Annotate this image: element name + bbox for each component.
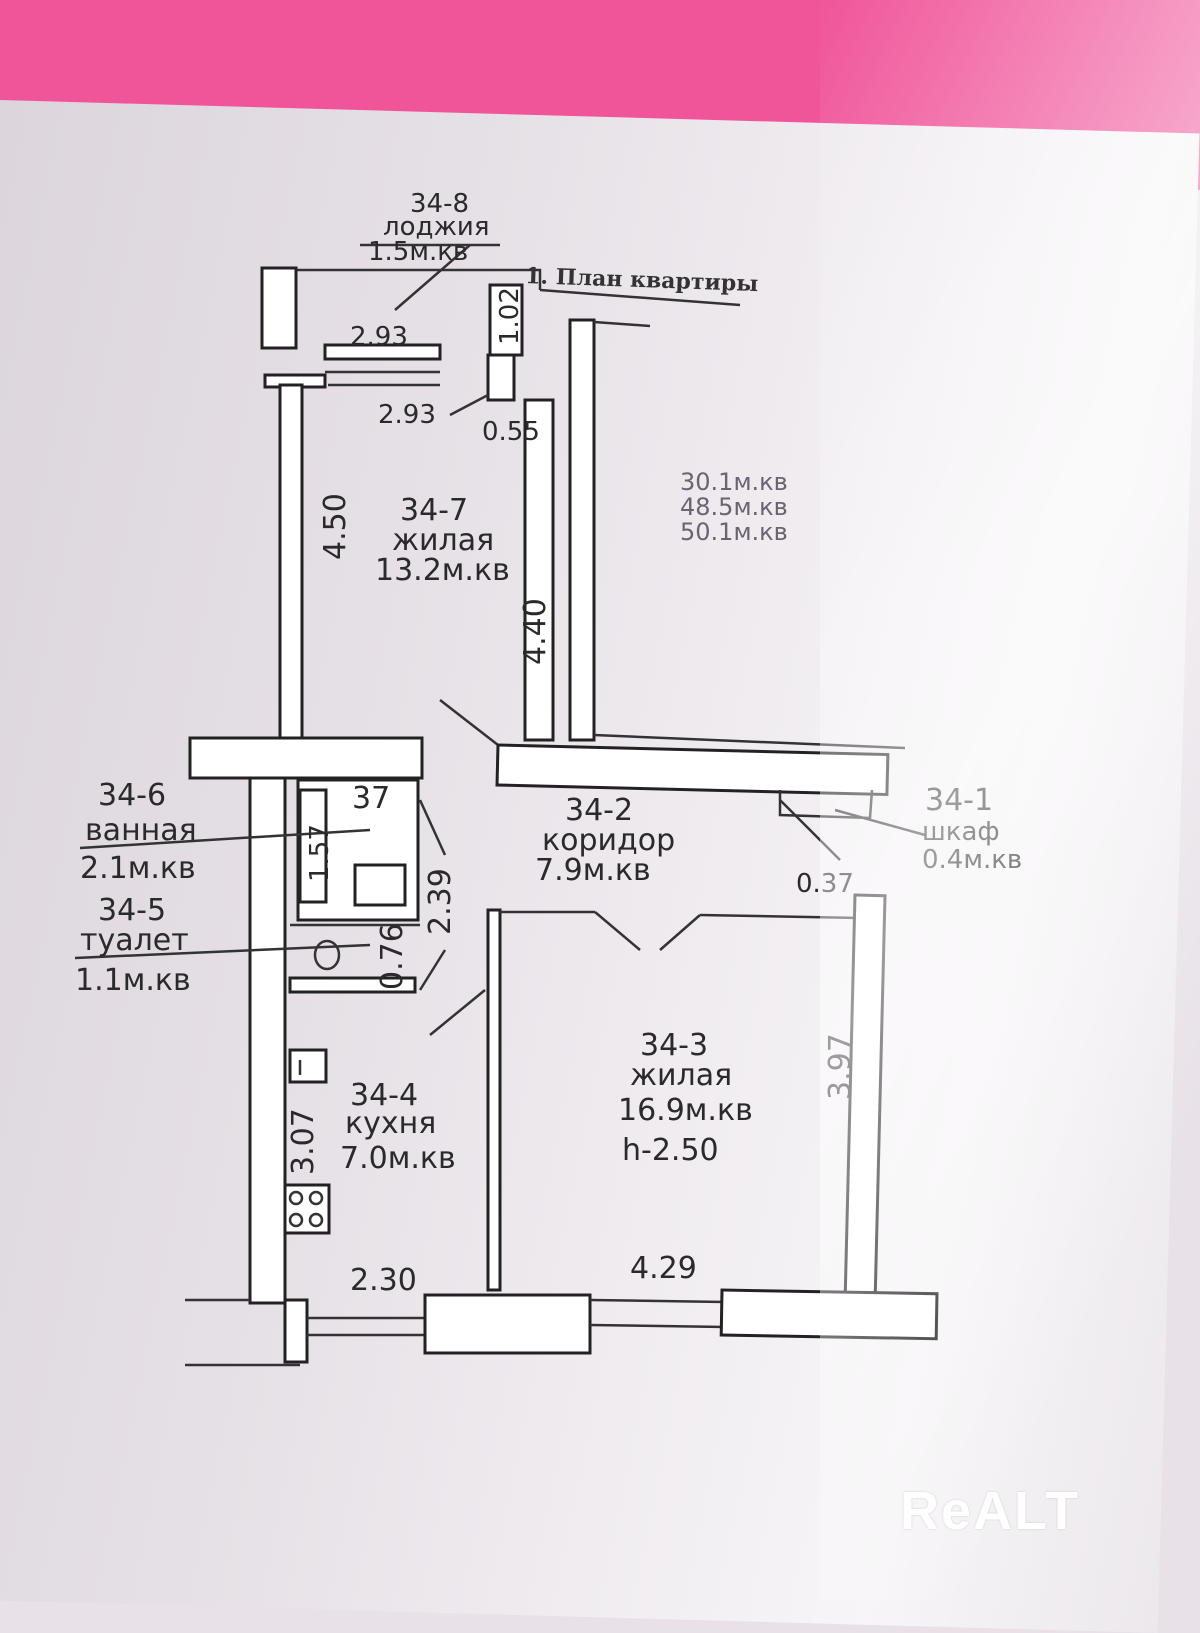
dim-1-02: 1.02 (495, 287, 525, 345)
dim-loggia-top: 2.93 (350, 322, 408, 352)
dim-3-07: 3.07 (286, 1108, 321, 1175)
total-area-3: 50.1м.кв (680, 518, 788, 546)
room-34-7-name: жилая (392, 523, 494, 558)
dim-4-29: 4.29 (630, 1251, 697, 1286)
room-34-3-id: 34-3 (640, 1028, 708, 1063)
room-34-3-name: жилая (630, 1058, 732, 1093)
total-area-2: 48.5м.кв (680, 493, 788, 521)
room-34-1-id: 34-1 (925, 783, 993, 818)
room-34-3-area: 16.9м.кв (618, 1093, 753, 1128)
dim-4-50: 4.50 (318, 493, 353, 560)
room-34-5-name: туалет (80, 923, 189, 958)
room-34-2-id: 34-2 (565, 793, 633, 828)
bottom-walls (185, 1288, 939, 1367)
room-34-2-area: 7.9м.кв (535, 853, 651, 888)
dim-3-97: 3.97 (823, 1033, 858, 1100)
room-34-6-area: 2.1м.кв (80, 851, 196, 886)
dim-4-40: 4.40 (518, 598, 553, 665)
room-34-5-id: 34-5 (98, 893, 166, 928)
total-area-1: 30.1м.кв (680, 468, 788, 496)
dim-2-39: 2.39 (423, 868, 458, 935)
room-34-5-area: 1.1м.кв (75, 963, 191, 998)
room-34-8-id: 34-8 (410, 189, 469, 219)
bathroom-walls (248, 776, 447, 1305)
room-34-6-name: ванная (85, 813, 197, 848)
realt-watermark: ReALT (900, 1481, 1080, 1541)
room-34-4-id: 34-4 (350, 1078, 418, 1113)
room-34-6-id: 34-6 (98, 778, 166, 813)
dim-0-37: 0.37 (796, 869, 854, 899)
dim-37: 37 (352, 781, 390, 816)
central-walls (188, 736, 890, 861)
floor-plan: 1. План квартиры 30.1м.кв 48.5м.кв 50.1м… (74, 189, 1022, 1367)
room-34-1-area: 0.4м.кв (922, 845, 1022, 875)
dim-loggia-bottom: 2.93 (378, 400, 436, 430)
room-34-7-area: 13.2м.кв (375, 553, 510, 588)
room-34-7-id: 34-7 (400, 493, 468, 528)
room-34-4-name: кухня (345, 1106, 436, 1141)
room-34-1-name: шкаф (922, 817, 1000, 847)
dim-0-55: 0.55 (482, 417, 540, 447)
room-34-8-area: 1.5м.кв (368, 237, 468, 267)
right-upper-walls (568, 318, 906, 750)
room-34-8-name: лоджия (383, 212, 489, 242)
dim-0-76: 0.76 (375, 923, 410, 990)
room-34-4-area: 7.0м.кв (340, 1141, 456, 1176)
room-34-2-name: коридор (542, 823, 675, 858)
dim-2-30: 2.30 (350, 1263, 417, 1298)
kitchen-fixtures (283, 1048, 331, 1235)
dim-1-57: 1.57 (305, 824, 335, 882)
room-34-3-height: h-2.50 (622, 1133, 719, 1168)
